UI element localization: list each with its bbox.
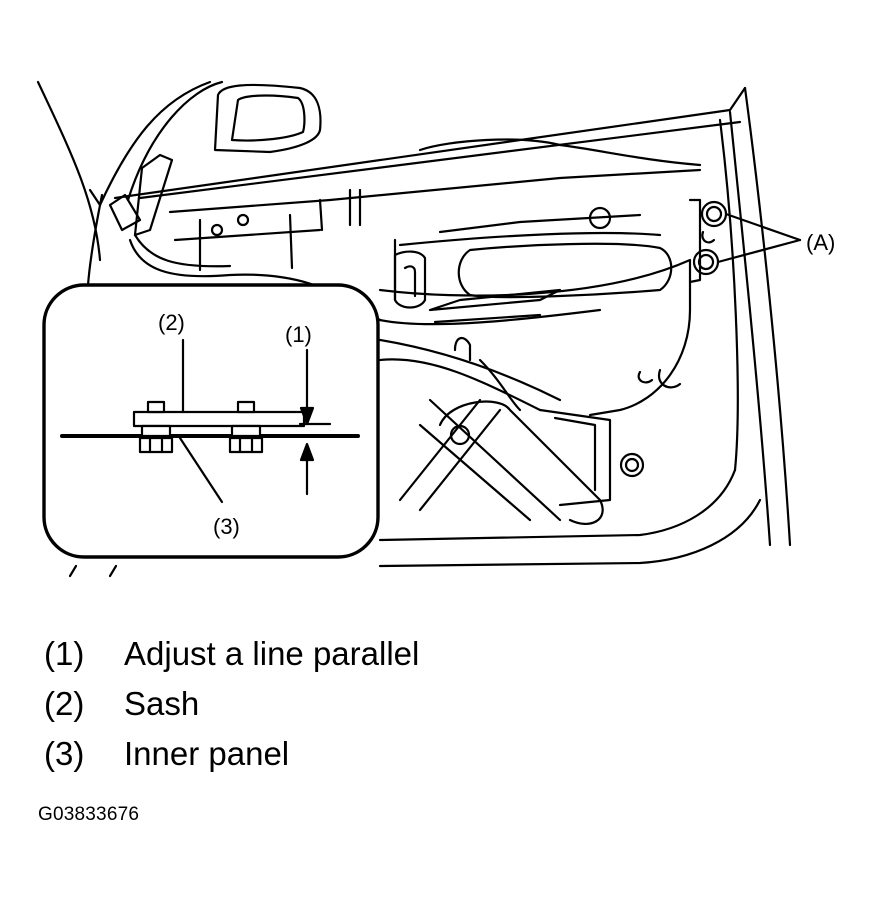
door-outer-frame	[36, 80, 792, 568]
inset-ticks	[68, 564, 118, 578]
inset-bolt-left	[138, 400, 174, 454]
legend-text: Sash	[124, 684, 200, 722]
legend-number: (1)	[44, 634, 85, 672]
legend-number: (2)	[44, 684, 85, 722]
sash-bar	[132, 410, 306, 428]
detail-inset	[42, 283, 380, 559]
callout-1-label: (1)	[285, 322, 312, 347]
legend-number: (3)	[44, 734, 85, 772]
callout-a-label: (A)	[806, 230, 835, 255]
inset-bolt-right	[228, 400, 264, 454]
callout-a-leaders	[716, 212, 802, 264]
legend-text: Inner panel	[124, 734, 290, 772]
legend-text: Adjust a line parallel	[124, 634, 420, 672]
callout-2-label: (2)	[158, 310, 185, 335]
bolt-upper	[700, 200, 728, 228]
legend-item: (3) Inner panel	[44, 728, 419, 778]
legend: (1) Adjust a line parallel (2) Sash (3) …	[44, 628, 419, 778]
door-diagram: (A) (2) (1)	[36, 80, 835, 578]
callout-3-label: (3)	[213, 514, 240, 539]
bolt-lower	[692, 248, 720, 276]
legend-item: (2) Sash	[44, 678, 419, 728]
sash-bolts-a	[692, 200, 728, 276]
legend-item: (1) Adjust a line parallel	[44, 628, 419, 678]
side-mirror	[213, 83, 322, 154]
inner-panel-details	[168, 138, 702, 525]
figure-code: G03833676	[38, 804, 140, 825]
